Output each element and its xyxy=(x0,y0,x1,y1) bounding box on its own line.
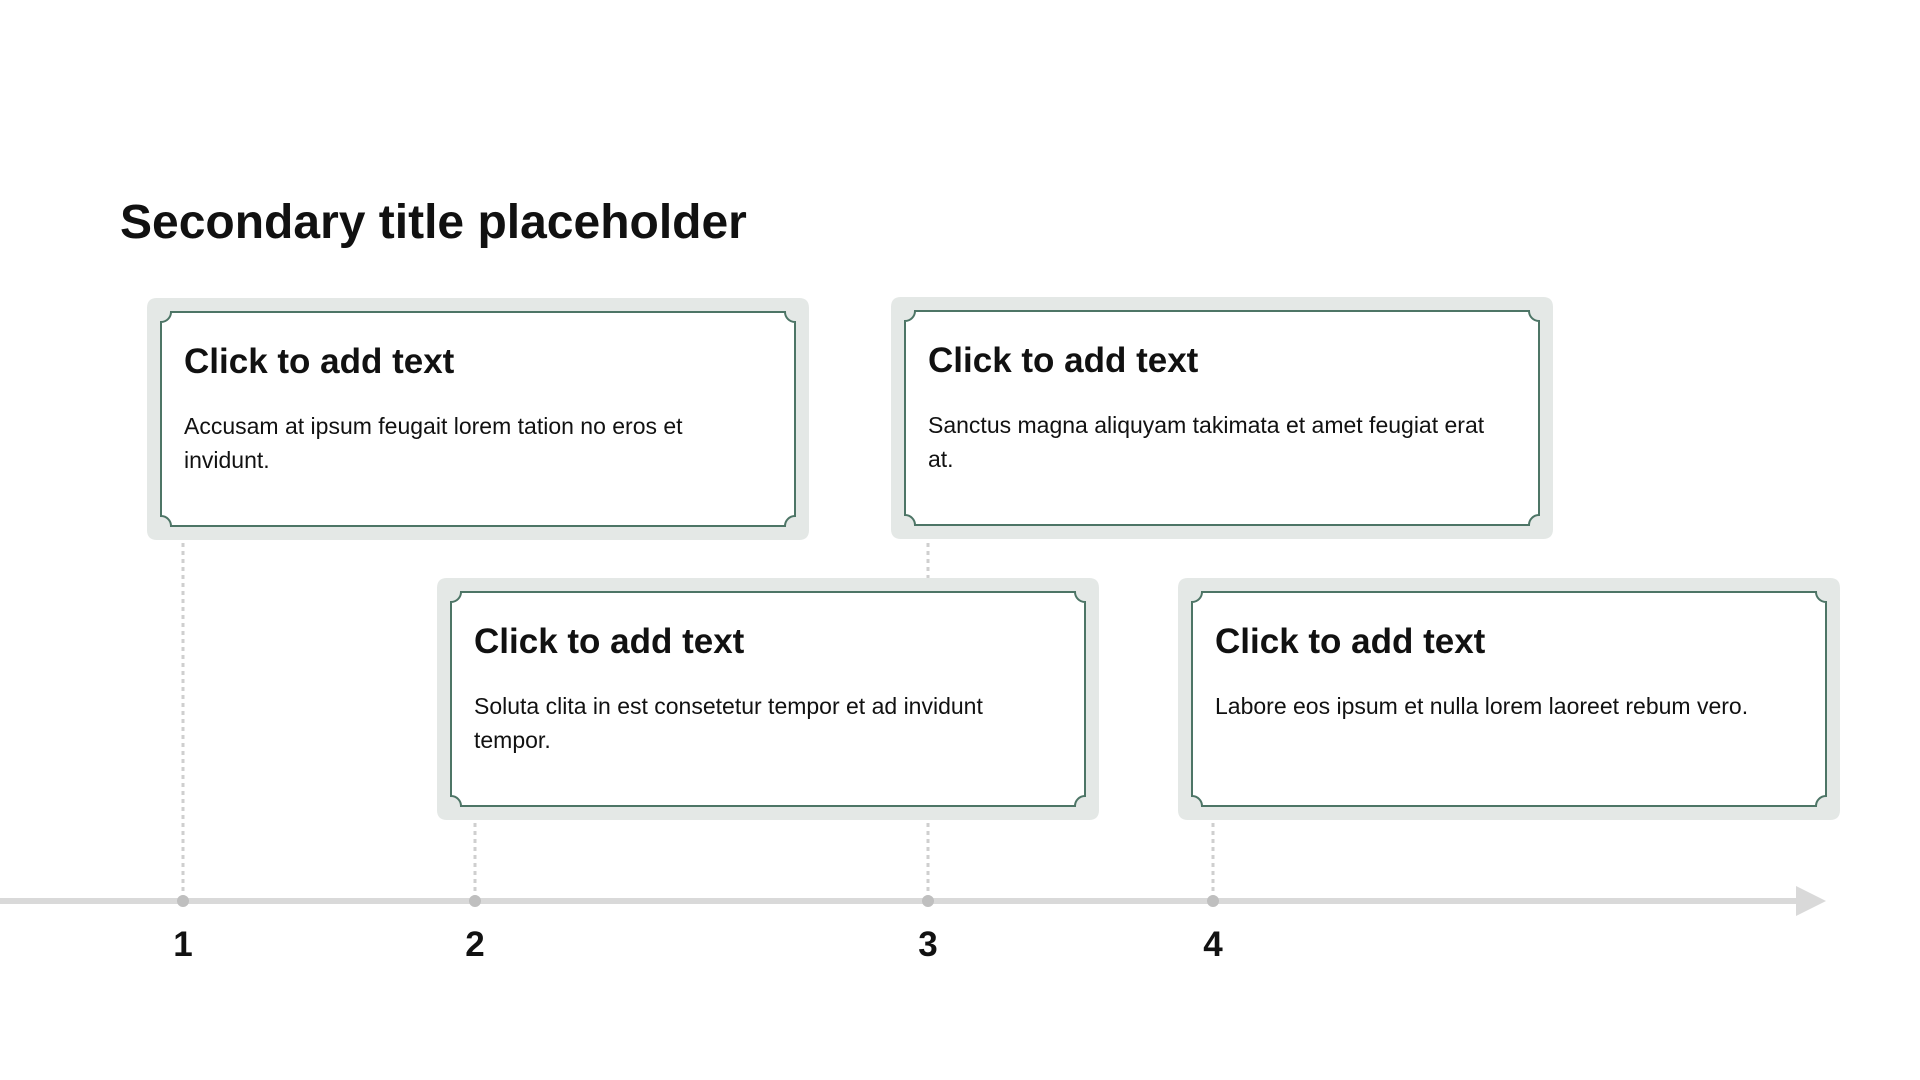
milestone-4-body[interactable]: Labore eos ipsum et nulla lorem laoreet … xyxy=(1215,693,1749,719)
card-panel xyxy=(1191,591,1827,807)
milestone-2-label: 2 xyxy=(465,925,485,964)
milestone-4-card[interactable]: Click to add text Labore eos ipsum et nu… xyxy=(1178,578,1840,820)
card-panel xyxy=(450,591,1086,807)
card-frame xyxy=(1178,578,1840,820)
milestone-4-marker xyxy=(1207,895,1219,907)
milestone-2-body[interactable]: Soluta clita in est consetetur tempor et… xyxy=(474,693,983,753)
card-frame xyxy=(147,298,809,540)
card-frame xyxy=(891,297,1553,539)
card-frame xyxy=(437,578,1099,820)
milestone-3-card[interactable]: Click to add text Sanctus magna aliquyam… xyxy=(891,297,1553,539)
milestone-1-label: 1 xyxy=(173,925,193,964)
milestone-3-label: 3 xyxy=(918,925,938,964)
milestone-4-label: 4 xyxy=(1203,925,1223,964)
milestone-1-body[interactable]: Accusam at ipsum feugait lorem tation no… xyxy=(184,413,683,473)
milestone-2-marker xyxy=(469,895,481,907)
milestone-2-card[interactable]: Click to add text Soluta clita in est co… xyxy=(437,578,1099,820)
card-panel xyxy=(904,310,1540,526)
milestone-3-heading[interactable]: Click to add text xyxy=(928,341,1199,380)
milestone-4-heading[interactable]: Click to add text xyxy=(1215,622,1486,661)
card-panel xyxy=(160,311,796,527)
milestone-1-marker xyxy=(177,895,189,907)
milestone-3-body[interactable]: Sanctus magna aliquyam takimata et amet … xyxy=(928,412,1485,472)
milestone-3-marker xyxy=(922,895,934,907)
milestone-2-heading[interactable]: Click to add text xyxy=(474,622,745,661)
slide-title[interactable]: Secondary title placeholder xyxy=(120,196,747,249)
milestone-1-heading[interactable]: Click to add text xyxy=(184,342,455,381)
milestone-1-card[interactable]: Click to add text Accusam at ipsum feuga… xyxy=(147,298,809,540)
timeline-arrow-head xyxy=(1796,886,1826,916)
